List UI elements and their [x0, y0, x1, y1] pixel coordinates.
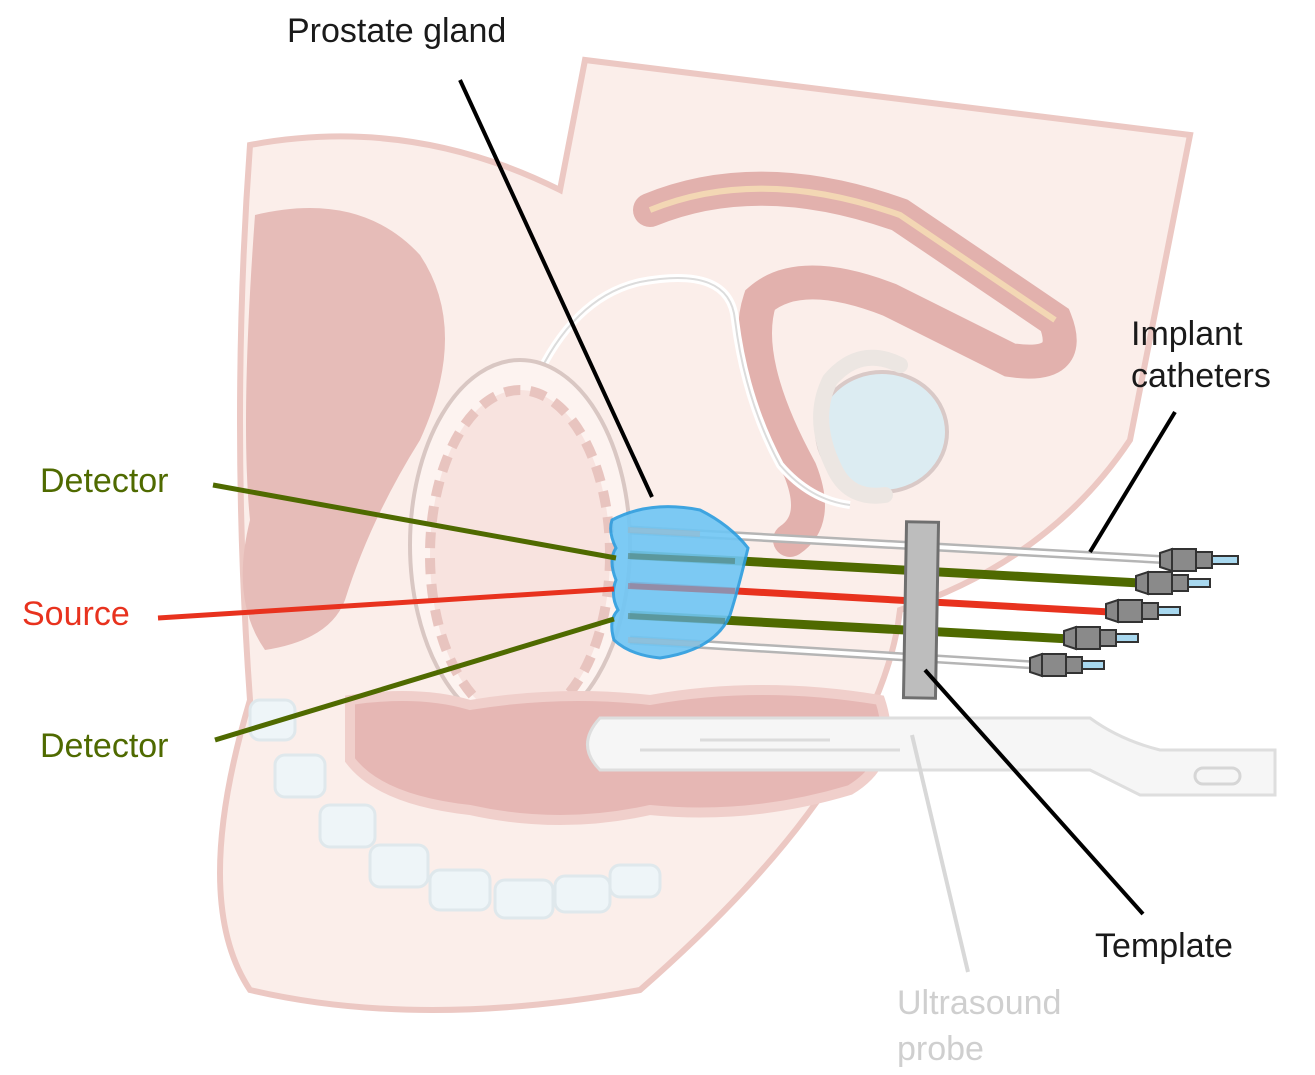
connector-4	[1064, 627, 1138, 649]
label-template: Template	[1095, 927, 1233, 965]
label-implant-line2: catheters	[1131, 355, 1271, 397]
connector-1	[1160, 549, 1238, 571]
connector-3	[1106, 600, 1180, 622]
connector-2	[1136, 572, 1210, 594]
label-prostate-gland: Prostate gland	[287, 12, 506, 50]
label-detector-top: Detector	[40, 462, 169, 500]
template-bar	[903, 522, 938, 699]
label-implant-line1: Implant	[1131, 313, 1271, 355]
label-detector-bottom: Detector	[40, 727, 169, 765]
label-source: Source	[22, 595, 130, 633]
label-implant-catheters: Implant catheters	[1131, 313, 1271, 397]
label-probe-line1: Ultrasound	[897, 980, 1061, 1026]
bladder-wall	[430, 390, 610, 720]
leader-template	[925, 670, 1143, 914]
label-ultrasound-probe: Ultrasound probe	[897, 980, 1061, 1072]
connector-5	[1030, 654, 1104, 676]
label-probe-line2: probe	[897, 1026, 1061, 1072]
